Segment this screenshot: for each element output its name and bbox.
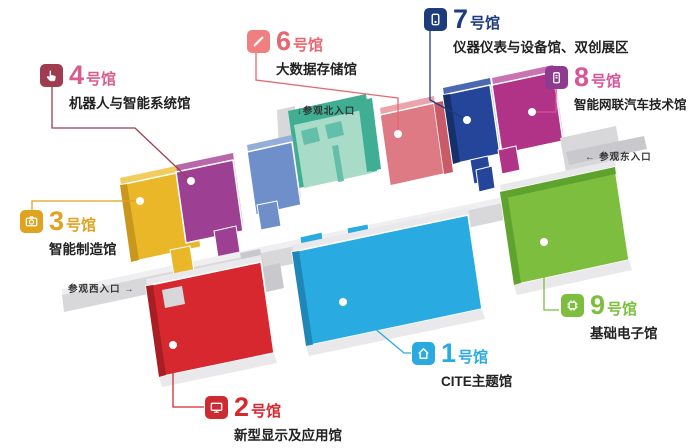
hall-6-floor xyxy=(379,102,445,187)
hall-5-room xyxy=(301,127,320,145)
hall-9-west-wall xyxy=(500,191,521,285)
hall-1-west-wall xyxy=(292,251,313,346)
hall-suffix: 号馆 xyxy=(66,217,97,234)
hall-suffix: 号馆 xyxy=(470,15,501,32)
hall-name: 仪器仪表与设备馆、双创展区 xyxy=(453,40,629,55)
hall-8-leader-line xyxy=(532,89,557,113)
hall-2-notch xyxy=(162,286,185,308)
hall-number: 2 xyxy=(234,392,250,422)
hall-6-leader-line xyxy=(255,53,399,134)
hall-name: 智能制造馆 xyxy=(49,242,117,257)
chip-icon xyxy=(561,294,584,317)
hall-name: CITE主题馆 xyxy=(441,374,513,389)
hall-suffix: 号馆 xyxy=(591,73,622,90)
hall-1-leader-line xyxy=(342,301,411,354)
hall-4-label: 4 号馆 机器人与智能系统馆 xyxy=(40,60,191,112)
hall-suffix: 号馆 xyxy=(86,71,117,88)
north-entrance-label: ↓参观北入口 xyxy=(297,106,356,117)
hall-8-marker-dot xyxy=(528,108,536,116)
hall-5-divider xyxy=(332,145,344,182)
hall-8-stub xyxy=(497,145,521,175)
hall-9-leader-line xyxy=(543,242,559,311)
hall-1-bottom-wall xyxy=(306,309,485,356)
west-entrance-label: 参观西入口 → xyxy=(68,284,135,295)
corridor-top-band xyxy=(62,177,598,296)
hall-number: 3 xyxy=(49,206,65,236)
hall-number: 9 xyxy=(590,290,606,320)
hall-2-leader-line xyxy=(172,345,204,408)
hall-2-marker-dot xyxy=(169,341,177,349)
battery-icon xyxy=(545,66,568,89)
hall-name: 基础电子馆 xyxy=(590,326,658,341)
instrument-icon xyxy=(424,8,447,31)
hall-number: 6 xyxy=(276,26,292,56)
hall-suffix: 号馆 xyxy=(607,301,638,318)
hall-7-leader-line xyxy=(429,31,468,121)
hall-1-marker-dot xyxy=(339,298,347,306)
hall-7-marker-dot xyxy=(463,116,471,124)
hall-name: 智能网联汽车技术馆 xyxy=(574,98,687,112)
camera-icon xyxy=(20,210,43,233)
hall-9-label: 9 号馆 基础电子馆 xyxy=(561,290,658,342)
hall-suffix: 号馆 xyxy=(293,37,324,54)
hall-name: 机器人与智能系统馆 xyxy=(69,96,191,111)
hall-3-label: 3 号馆 智能制造馆 xyxy=(20,206,117,258)
hall-6-marker-dot xyxy=(394,130,402,138)
hall-9-marker-dot xyxy=(540,238,548,246)
east-corridor-band xyxy=(566,136,647,165)
hall-3-marker-dot xyxy=(136,197,144,205)
hall-7-west-wall xyxy=(443,94,460,164)
hall-annex-floor xyxy=(246,141,302,216)
hall-suffix: 号馆 xyxy=(458,349,489,366)
hall-1-label: 1 号馆 CITE主题馆 xyxy=(412,338,513,390)
hall-name: 新型显示及应用馆 xyxy=(234,428,342,443)
hall-number: 8 xyxy=(574,62,590,92)
home-icon xyxy=(412,342,435,365)
hall-2-west-wall xyxy=(146,285,166,377)
pen-icon xyxy=(247,30,270,53)
hall-name: 大数据存储馆 xyxy=(276,62,357,77)
hall-7-label: 7 号馆 仪器仪表与设备馆、双创展区 xyxy=(424,4,629,56)
hall-6-east-wall xyxy=(434,101,453,174)
hand-cursor-icon xyxy=(40,64,63,87)
hall-3-west-wall xyxy=(120,184,139,262)
hall-9-top-wall xyxy=(500,167,616,199)
hall-number: 4 xyxy=(69,60,85,90)
hall-5-room xyxy=(325,121,344,139)
hall-number: 7 xyxy=(453,4,469,34)
hall-6-label: 6 号馆 大数据存储馆 xyxy=(247,26,357,78)
hall-4-marker-dot xyxy=(187,177,195,185)
hall-7-corridor-stub xyxy=(475,165,496,193)
hall-8-label: 8 号馆 智能网联汽车技术馆 xyxy=(545,62,687,113)
east-entrance-label: ← 参观东入口 xyxy=(585,152,652,163)
hall-2-bottom-wall xyxy=(159,353,277,387)
hall-suffix: 号馆 xyxy=(251,403,282,420)
hall-4-leader-line xyxy=(51,87,192,182)
hall-5-east-wall xyxy=(358,98,381,172)
hall-annex-stub xyxy=(256,200,282,231)
hall-number: 1 xyxy=(441,338,457,368)
hall-2-label: 2 号馆 新型显示及应用馆 xyxy=(205,392,342,444)
display-icon xyxy=(205,396,228,419)
hall-3-leader-line xyxy=(31,200,140,210)
